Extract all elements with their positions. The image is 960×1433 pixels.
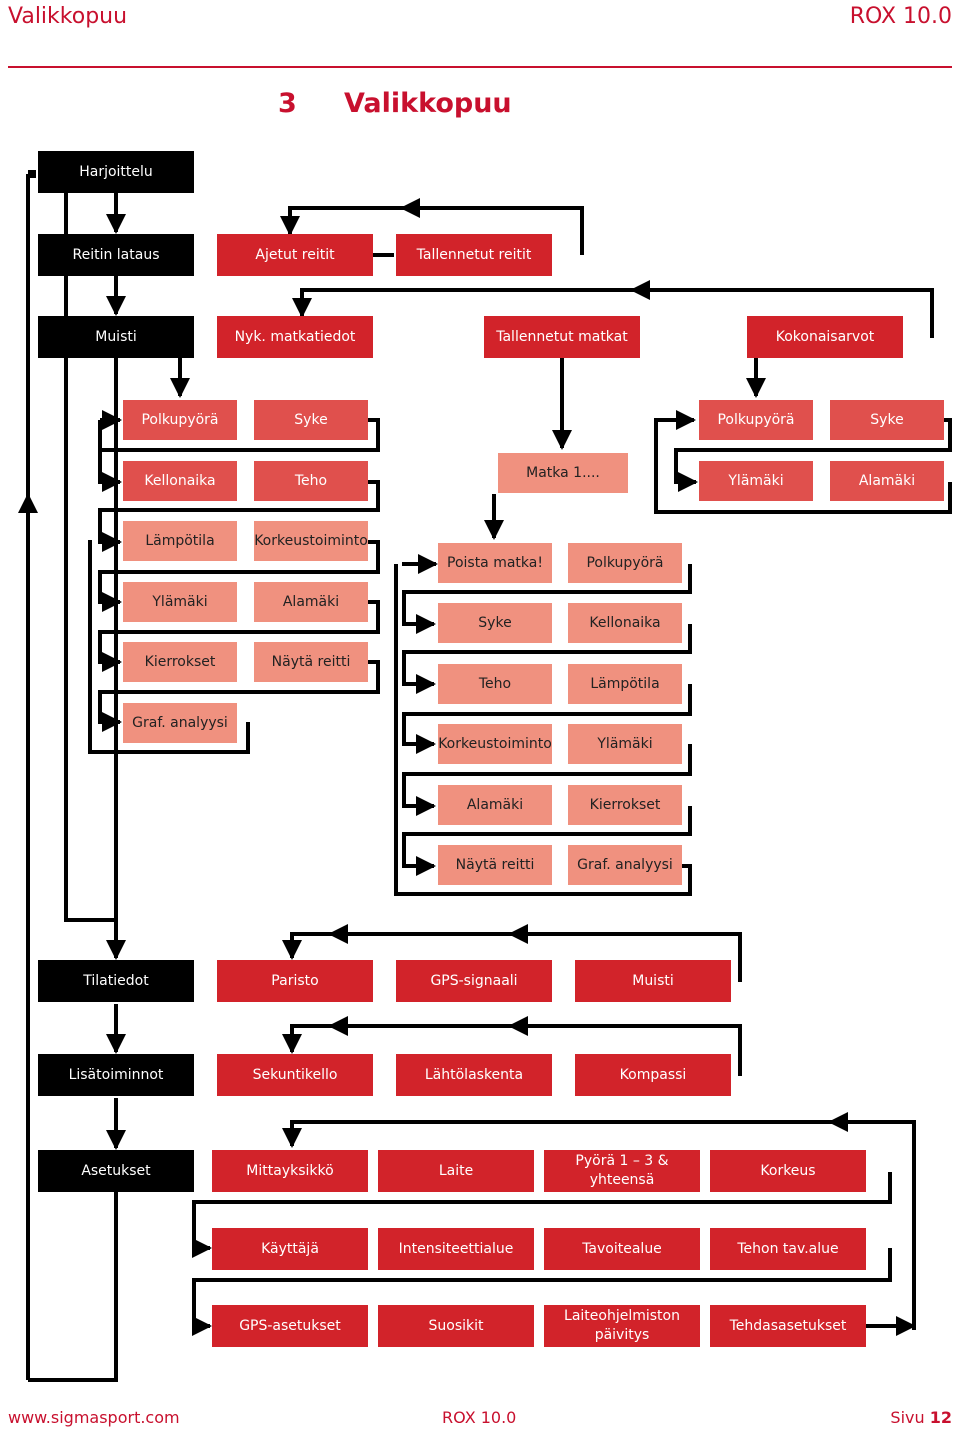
asetukset-item: Tehdasasetukset — [710, 1305, 866, 1347]
nyk-item: Ylämäki — [123, 582, 237, 622]
menu-tallennetut-matkat: Tallennetut matkat — [484, 316, 640, 358]
asetukset-item: Suosikit — [378, 1305, 534, 1347]
menu-kokonaisarvot: Kokonaisarvot — [747, 316, 903, 358]
nyk-item: Alamäki — [254, 582, 368, 622]
footer-product: ROX 10.0 — [442, 1408, 517, 1427]
matka-item: Lämpötila — [568, 664, 682, 704]
tilatiedot-item: Muisti — [575, 960, 731, 1002]
matka-item: Alamäki — [438, 785, 552, 825]
nyk-item: Korkeustoiminto — [254, 521, 368, 561]
section-title: Valikkopuu — [344, 88, 512, 119]
lisatoiminnot-item: Lähtölaskenta — [396, 1054, 552, 1096]
menu-nyk-matkatiedot: Nyk. matkatiedot — [217, 316, 373, 358]
asetukset-item: Pyörä 1 – 3 & yhteensä — [544, 1150, 700, 1192]
menu-tallennetut-reitit: Tallennetut reitit — [396, 234, 552, 276]
matka-item: Ylämäki — [568, 724, 682, 764]
nyk-item: Polkupyörä — [123, 400, 237, 440]
menu-muisti: Muisti — [38, 316, 194, 358]
matka-item: Poista matka! — [438, 543, 552, 583]
nyk-item: Lämpötila — [123, 521, 237, 561]
kokonais-item: Polkupyörä — [699, 400, 813, 440]
lisatoiminnot-item: Sekuntikello — [217, 1054, 373, 1096]
nyk-item: Näytä reitti — [254, 642, 368, 682]
header-left: Valikkopuu — [8, 4, 128, 29]
page-title: 3 Valikkopuu — [278, 88, 512, 119]
menu-matka: Matka 1.... — [498, 453, 628, 493]
nyk-item: Kierrokset — [123, 642, 237, 682]
menu-asetukset: Asetukset — [38, 1150, 194, 1192]
asetukset-item: Intensiteettialue — [378, 1228, 534, 1270]
nyk-item: Syke — [254, 400, 368, 440]
matka-item: Kierrokset — [568, 785, 682, 825]
menu-tilatiedot: Tilatiedot — [38, 960, 194, 1002]
asetukset-item: GPS-asetukset — [212, 1305, 368, 1347]
asetukset-item: Käyttäjä — [212, 1228, 368, 1270]
asetukset-item: Mittayksikkö — [212, 1150, 368, 1192]
menu-harjoittelu: Harjoittelu — [38, 151, 194, 193]
section-number: 3 — [278, 88, 297, 119]
footer-page-number: 12 — [929, 1408, 952, 1427]
matka-item: Kellonaika — [568, 603, 682, 643]
kokonais-item: Ylämäki — [699, 461, 813, 501]
asetukset-item: Tehon tav.alue — [710, 1228, 866, 1270]
matka-item: Syke — [438, 603, 552, 643]
kokonais-item: Alamäki — [830, 461, 944, 501]
matka-item: Näytä reitti — [438, 845, 552, 885]
matka-item: Graf. analyysi — [568, 845, 682, 885]
footer-page-label: Sivu — [890, 1408, 925, 1427]
tilatiedot-item: Paristo — [217, 960, 373, 1002]
matka-item: Polkupyörä — [568, 543, 682, 583]
asetukset-item: Laiteohjelmiston päivitys — [544, 1305, 700, 1347]
nyk-item: Kellonaika — [123, 461, 237, 501]
nyk-item: Teho — [254, 461, 368, 501]
asetukset-item: Tavoitealue — [544, 1228, 700, 1270]
kokonais-item: Syke — [830, 400, 944, 440]
matka-item: Korkeustoiminto — [438, 724, 552, 764]
nyk-item: Graf. analyysi — [123, 703, 237, 743]
lisatoiminnot-item: Kompassi — [575, 1054, 731, 1096]
menu-ajetut-reitit: Ajetut reitit — [217, 234, 373, 276]
menu-reitin-lataus: Reitin lataus — [38, 234, 194, 276]
menu-lisatoiminnot: Lisätoiminnot — [38, 1054, 194, 1096]
asetukset-item: Laite — [378, 1150, 534, 1192]
tilatiedot-item: GPS-signaali — [396, 960, 552, 1002]
asetukset-item: Korkeus — [710, 1150, 866, 1192]
header-right: ROX 10.0 — [849, 4, 952, 29]
header-divider — [8, 66, 952, 68]
footer-website-link[interactable]: www.sigmasport.com — [8, 1408, 180, 1427]
matka-item: Teho — [438, 664, 552, 704]
footer-page: Sivu 12 — [890, 1408, 952, 1427]
